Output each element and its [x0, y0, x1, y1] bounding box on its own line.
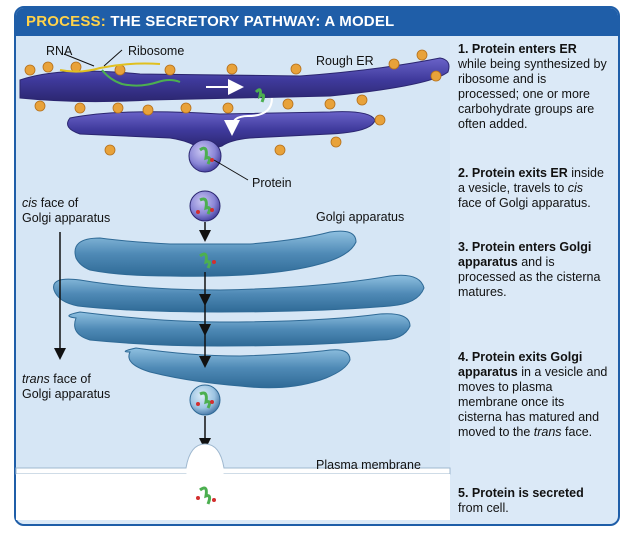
step-5: 5. Protein is secreted from cell. [458, 486, 608, 516]
ribosomes [24, 49, 442, 156]
title-prefix: PROCESS: [26, 13, 106, 30]
step-2: 2. Protein exits ER inside a vesicle, tr… [458, 166, 608, 211]
step-4: 4. Protein exits Golgi apparatus in a ve… [458, 350, 608, 440]
extracellular-space [16, 474, 450, 520]
step-5-number: 5. [458, 486, 469, 500]
title-bar: PROCESS: THE SECRETORY PATHWAY: A MODEL [16, 8, 618, 36]
step-3: 3. Protein enters Golgi apparatus and is… [458, 240, 608, 300]
cis-rest: face of [37, 196, 79, 210]
golgi-cisterna-2 [53, 274, 425, 313]
diagram-title: PROCESS: THE SECRETORY PATHWAY: A MODEL [26, 13, 394, 30]
step-1-bold: Protein enters ER [468, 42, 577, 56]
step-1-text: while being synthesized by ribosome and … [458, 57, 607, 131]
step-3-text: and is processed as the cisterna matures… [458, 255, 601, 299]
trans-italic: trans [22, 372, 50, 386]
protein-cis-golgi [199, 252, 212, 269]
cis-italic: cis [22, 196, 38, 210]
golgi-cisterna-3 [68, 311, 411, 347]
step-4-italic: trans [533, 425, 562, 439]
step-3-number: 3. [458, 240, 469, 254]
label-rna: RNA [46, 44, 73, 58]
label-rough-er: Rough ER [316, 54, 374, 68]
golgi-stack [53, 230, 425, 389]
step-5-bold: Protein is secreted [468, 486, 584, 500]
rna-strand [59, 62, 161, 73]
label-ribosome: Ribosome [128, 44, 185, 58]
label-plasma-membrane: Plasma membrane [316, 458, 421, 472]
protein-in-er [254, 88, 266, 103]
label-protein: Protein [252, 176, 292, 190]
rough-er-lower [67, 111, 376, 149]
step-4-number: 4. [458, 350, 469, 364]
cis-line2: Golgi apparatus [22, 211, 111, 225]
trans-line2: Golgi apparatus [22, 387, 111, 401]
step-1: 1. Protein enters ER while being synthes… [458, 42, 608, 132]
step-5-text: from cell. [458, 501, 509, 515]
golgi-cisterna-trans [124, 347, 351, 389]
step-4-text2: face. [561, 425, 593, 439]
step-2-text2: face of Golgi apparatus. [458, 196, 591, 210]
trans-rest: face of [49, 372, 91, 386]
label-leaders [63, 49, 249, 181]
title-text: THE SECRETORY PATHWAY: A MODEL [110, 13, 395, 30]
step-2-number: 2. [458, 166, 469, 180]
step-2-text: inside a vesicle, travels to [458, 166, 604, 195]
nascent-protein [101, 69, 181, 87]
step-1-number: 1. [458, 42, 469, 56]
step-3-bold: Protein enters Golgi apparatus [458, 240, 592, 269]
er-to-vesicle-arrow [224, 97, 273, 136]
step-4-text: in a vesicle and moves to plasma membran… [458, 365, 608, 439]
step-4-bold: Protein exits Golgi apparatus [458, 350, 583, 379]
step-2-bold: Protein exits ER [468, 166, 568, 180]
secreted-protein [196, 486, 216, 505]
golgi-cisterna-cis [74, 230, 357, 277]
step-2-italic: cis [567, 181, 584, 195]
label-golgi-apparatus: Golgi apparatus [316, 210, 405, 224]
